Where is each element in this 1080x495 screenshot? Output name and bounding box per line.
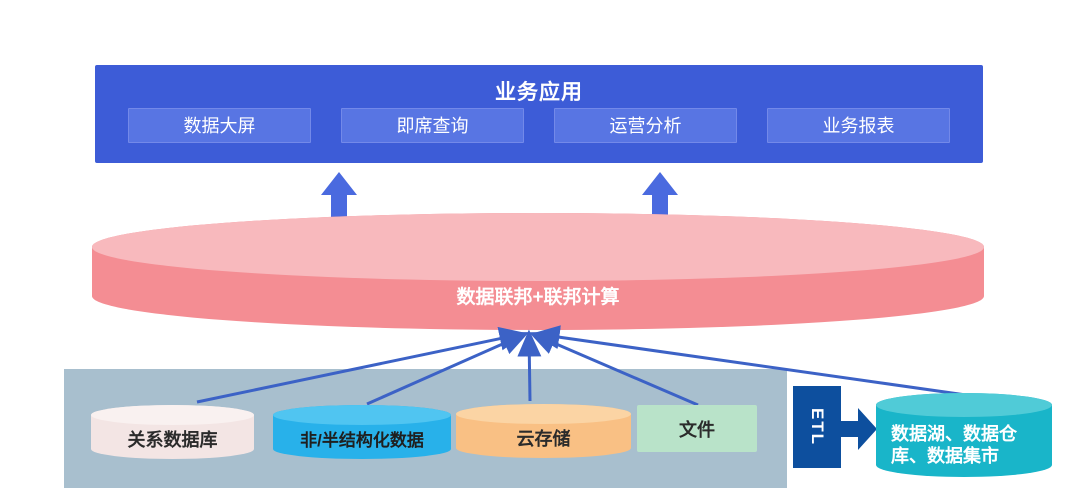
cloud-storage-label: 云存储 — [517, 428, 571, 449]
connector-cloud-storage — [517, 329, 542, 402]
connector-unstructured-data — [366, 332, 530, 406]
unstructured-data-label: 非/半结构化数据 — [300, 430, 424, 450]
connector-warehouse — [532, 325, 967, 397]
app-row: 数据大屏 即席查询 运营分析 业务报表 — [128, 108, 950, 143]
warehouse-label-line1: 数据湖、数据仓 — [891, 423, 1018, 444]
connector-relational-db — [196, 326, 527, 404]
warehouse-label-line2: 库、数据集市 — [891, 445, 999, 466]
federation-cylinder: 数据联邦+联邦计算 — [92, 213, 984, 330]
file-label: 文件 — [679, 419, 715, 440]
relational-db-label: 关系数据库 — [128, 429, 218, 450]
federation-cylinder-top — [92, 213, 984, 281]
etl-box: ETL — [793, 386, 841, 468]
cloud-storage-cylinder: 云存储 — [456, 404, 631, 458]
warehouse-cylinder-top — [876, 393, 1052, 417]
business-apps-container: 业务应用 数据大屏 即席查询 运营分析 业务报表 — [95, 65, 983, 163]
relational-db-cylinder-top — [91, 405, 254, 425]
federation-label: 数据联邦+联邦计算 — [456, 285, 619, 308]
warehouse-cylinder: 数据湖、数据仓 库、数据集市 — [876, 393, 1052, 477]
app-box-adhoc-query: 即席查询 — [341, 108, 524, 143]
etl-label: ETL — [807, 407, 827, 447]
etl-arrow-icon — [841, 408, 877, 450]
unstructured-data-cylinder-top — [273, 405, 451, 425]
file-box: 文件 — [637, 405, 757, 452]
app-box-business-report: 业务报表 — [767, 108, 950, 143]
business-apps-title: 业务应用 — [495, 81, 583, 104]
cloud-storage-cylinder-top — [456, 404, 631, 424]
relational-db-cylinder: 关系数据库 — [91, 405, 254, 459]
up-arrow-icon — [642, 172, 678, 220]
unstructured-data-cylinder: 非/半结构化数据 — [273, 405, 451, 459]
app-box-operation-analysis: 运营分析 — [554, 108, 737, 143]
app-box-data-dashboard: 数据大屏 — [128, 108, 311, 143]
up-arrow-icon — [321, 172, 357, 220]
